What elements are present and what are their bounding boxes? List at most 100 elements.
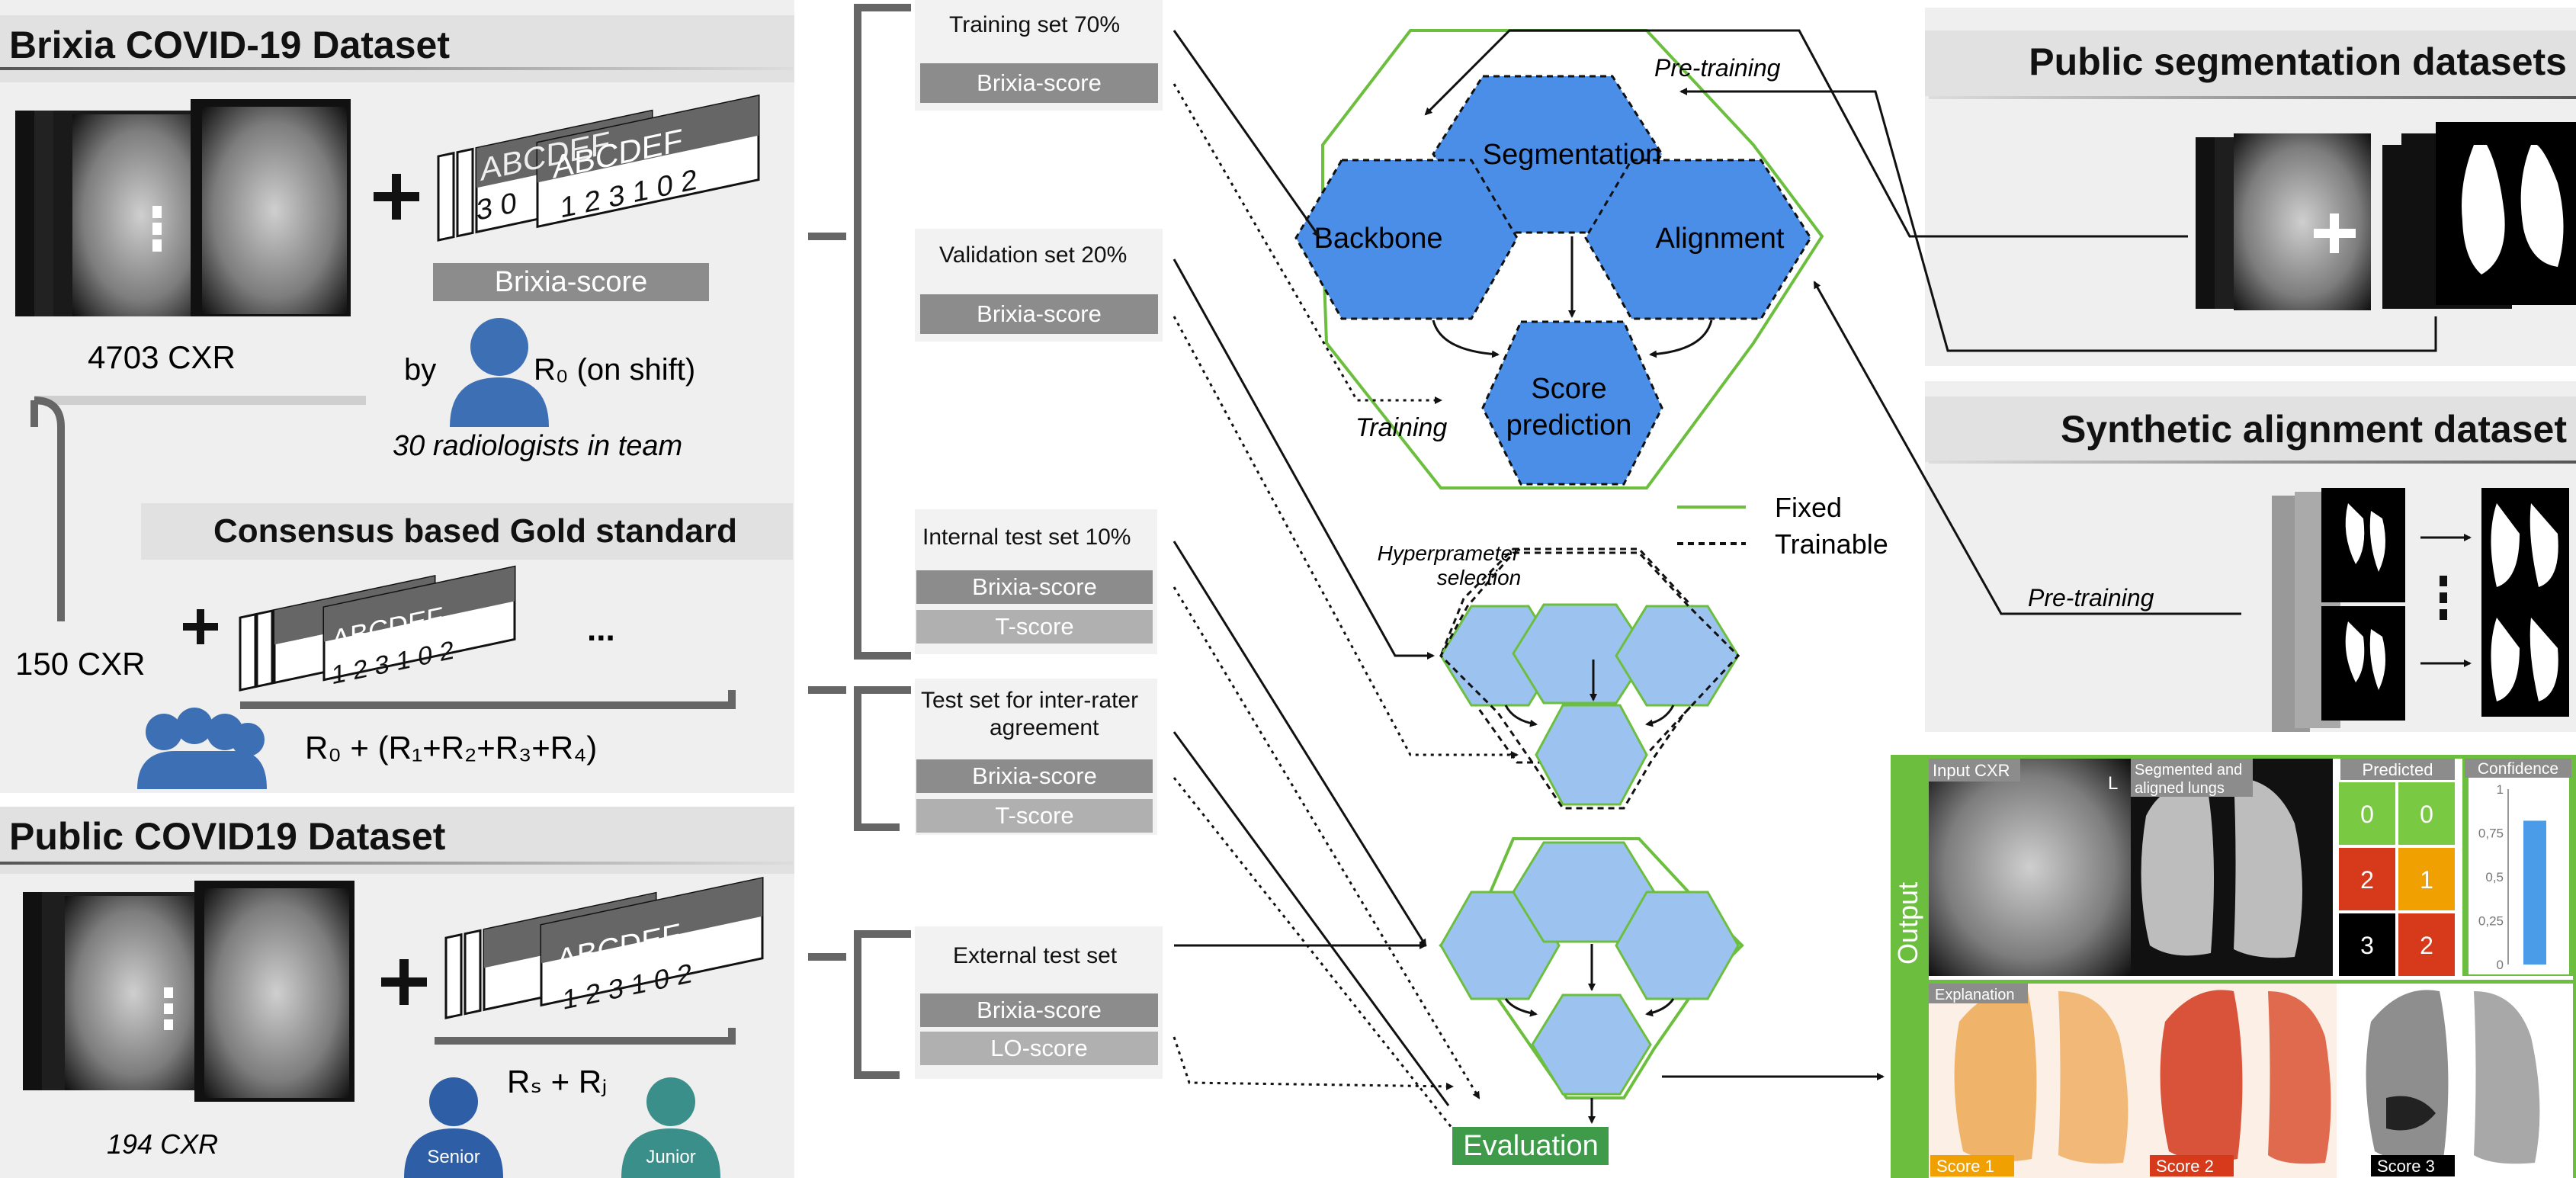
predicted-tag: [2340, 759, 2455, 780]
radiologists-group-icon: [137, 708, 267, 789]
main-network: Segmentation Backbone Alignment Score pr…: [1294, 29, 1824, 489]
confidence-tick-label: 0,75: [2478, 827, 2504, 841]
inter-split-label-l2: agreement: [990, 715, 1099, 740]
brixia-by-label: by: [404, 353, 436, 387]
pretraining-top-label: Pre-training: [1654, 54, 1781, 82]
seg-datasets-title: Public segmentation datasets: [2029, 40, 2567, 83]
output-input-cxr: [1929, 759, 2131, 976]
evaluation-box: [1452, 1127, 1609, 1165]
external-split-label: External test set: [953, 943, 1118, 968]
consensus-bracket: [240, 690, 736, 709]
training-label: Training: [1355, 413, 1447, 442]
internal-split-label: Internal test set 10%: [922, 525, 1131, 550]
predicted-cell: [2339, 782, 2395, 845]
input-cxr-tag: [1929, 759, 2020, 782]
public-score-cards: ABCDEF 1 2 3 1 0 2: [444, 876, 764, 1019]
hex-score-label-l2: prediction: [1506, 409, 1632, 441]
consensus-title: Consensus based Gold standard: [213, 512, 738, 550]
score2-tag: [2150, 1155, 2234, 1176]
brixia-title: Brixia COVID-19 Dataset: [9, 24, 451, 66]
confidence-tag: [2465, 759, 2571, 778]
synth-title-rule: [1929, 461, 2576, 464]
radiologist-icon: [450, 318, 549, 427]
senior-label: Senior: [427, 1147, 480, 1167]
pretraining-right-label: Pre-training: [2028, 584, 2154, 611]
brixia-cxr-stack: [15, 99, 351, 316]
eval-network: [1439, 837, 1744, 1124]
junior-label: Junior: [646, 1147, 695, 1167]
confidence-bar: [2523, 820, 2546, 965]
senior-icon: [404, 1077, 503, 1178]
predicted-cell: [2398, 782, 2455, 845]
brixia-title-bar: [0, 15, 794, 82]
segmented-tag: [2131, 759, 2253, 797]
inter-score1-label: Brixia-score: [916, 759, 1153, 793]
predicted-label: Predicted: [2363, 760, 2433, 779]
public-formula: Rₛ + Rⱼ: [507, 1064, 608, 1099]
train-split-label: Training set 70%: [949, 12, 1121, 37]
hyper-label-l2: selection: [1437, 566, 1522, 589]
inter-score2-label: T-score: [916, 799, 1153, 833]
hex-alignment: [1584, 159, 1812, 320]
input-cxr-label: Input CXR: [1933, 761, 2010, 780]
internal-score2-label: T-score: [916, 610, 1153, 644]
predicted-cell: [2339, 848, 2395, 910]
explanation-label: Explanation: [1935, 987, 2015, 1003]
synth-dataset-title: Synthetic alignment dataset: [2060, 408, 2567, 451]
hex-backbone: [1294, 159, 1519, 320]
hyper-outline: [1439, 551, 1740, 810]
predicted-cell-value: 2: [2360, 866, 2374, 894]
hex-segmentation-label: Segmentation: [1483, 139, 1662, 171]
score3-label: Score 3: [2377, 1157, 2435, 1176]
confidence-tick-label: 1: [2497, 782, 2504, 797]
explanation-heatmaps: [1954, 990, 2540, 1164]
predicted-cell-value: 0: [2360, 801, 2374, 828]
public-title-rule: [0, 862, 793, 865]
split-brackets: [808, 4, 911, 1079]
predicted-cell-value: 1: [2420, 866, 2433, 894]
consensus-plus-icon: [183, 609, 218, 644]
pretraining-arrows: [1424, 29, 2437, 615]
hex-score-label-l1: Score: [1531, 373, 1606, 405]
internal-score1-label: Brixia-score: [916, 570, 1153, 604]
brixia-team-label: 30 radiologists in team: [393, 430, 682, 462]
brixia-title-rule: [0, 67, 793, 70]
public-plus-icon: [381, 959, 427, 1005]
brixia-r0-label: R₀ (on shift): [534, 353, 695, 387]
consensus-title-bar: [141, 503, 793, 560]
brixia-cxr-count: 4703 CXR: [88, 339, 236, 375]
segmented-label-l2: aligned lungs: [2135, 780, 2225, 797]
confidence-tick-label: 0,5: [2485, 870, 2504, 884]
junior-icon: [621, 1077, 720, 1178]
brixia-score-label-bg: [433, 263, 709, 301]
inter-split-label-l1: Test set for inter-rater: [921, 688, 1139, 713]
score2-label: Score 2: [2156, 1157, 2214, 1176]
synth-title-bar: [1925, 396, 2576, 462]
hyper-hex-ring: [1615, 605, 1740, 707]
synth-image-grid: [2272, 488, 2569, 732]
public-cxr-stack: [23, 881, 354, 1102]
external-score1-label: Brixia-score: [920, 993, 1158, 1027]
val-split-label: Validation set 20%: [939, 242, 1128, 268]
external-score2-label: LO-score: [920, 1032, 1158, 1065]
consensus-score-cards: ABCDEF 1 2 3 1 0 2: [239, 565, 516, 692]
hyper-hex-cells: [1512, 603, 1650, 705]
score3-tag: [2371, 1155, 2455, 1176]
predicted-cell-value: 2: [2420, 932, 2433, 959]
input-cxr-marker: L: [2108, 773, 2118, 794]
seg-title-bar: [1925, 30, 2576, 96]
score1-tag: [1930, 1155, 2014, 1176]
seg-title-rule: [1929, 96, 2576, 99]
confidence-label: Confidence: [2478, 760, 2558, 778]
train-score-label: Brixia-score: [920, 63, 1158, 103]
confidence-axis: 10,750,50,250: [2478, 782, 2546, 972]
brixia-subset-bracket: [30, 396, 366, 621]
predicted-cell: [2339, 913, 2395, 976]
val-score-label: Brixia-score: [920, 294, 1158, 334]
consensus-formula: R₀ + (R₁+R₂+R₃+R₄): [305, 730, 597, 766]
hyper-label-l1: Hyperprameter: [1378, 541, 1521, 565]
confidence-tick-label: 0: [2497, 958, 2504, 972]
public-cxr-count: 194 CXR: [107, 1128, 218, 1160]
